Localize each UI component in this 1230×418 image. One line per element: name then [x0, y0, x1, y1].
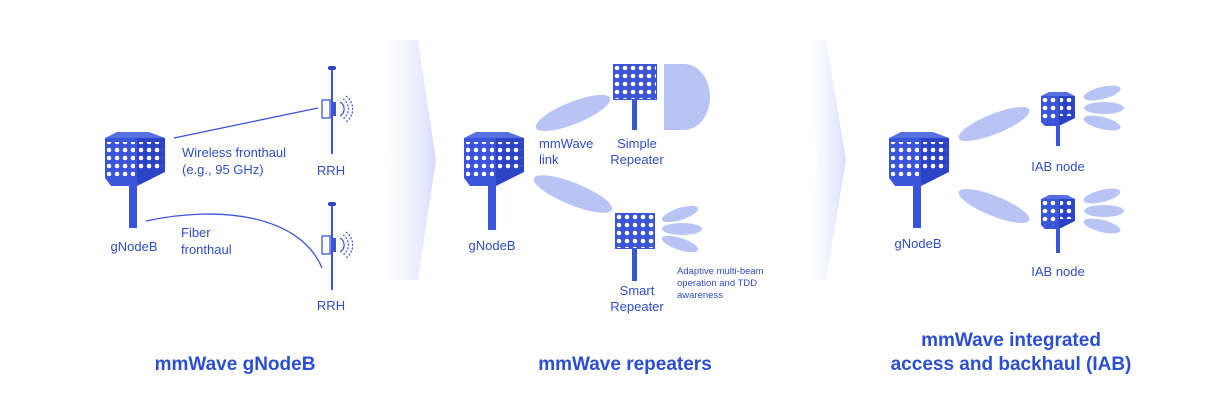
backhaul-beam-lobe	[958, 189, 1030, 223]
multi-beam-lobe	[661, 205, 699, 223]
simple-repeater-label: Simple	[617, 136, 657, 151]
wireless-fronthaul-label: Wireless fronthaul	[182, 145, 287, 160]
simple-repeater-sublabel: Repeater	[610, 152, 664, 167]
access-beam-lobe	[1083, 85, 1121, 101]
access-beam-lobe	[1083, 115, 1121, 131]
chevron-divider-2	[800, 40, 846, 280]
iab-node-icon	[1041, 92, 1075, 146]
access-beam-lobe	[1084, 102, 1124, 114]
panel-2-title: mmWave repeaters	[538, 354, 712, 375]
iab-node-label-top: IAB node	[1031, 159, 1085, 174]
fiber-fronthaul-sublabel: fronthaul	[181, 242, 232, 257]
simple-repeater-icon	[613, 64, 657, 130]
rrh-label-bottom: RRH	[316, 298, 346, 313]
gnodeb-antenna-icon	[105, 132, 165, 228]
adaptive-note-line-2: operation and TDD	[677, 278, 758, 289]
iab-node-label-bottom: IAB node	[1031, 264, 1085, 279]
access-beam-lobe	[1084, 205, 1124, 217]
beam-lobe	[535, 94, 611, 132]
wireless-fronthaul-line	[173, 107, 319, 139]
mmwave-link-sublabel: link	[539, 152, 559, 167]
beam-lobe	[533, 175, 613, 213]
rrh-antenna-icon	[321, 66, 354, 154]
backhaul-beam-lobe	[958, 107, 1030, 141]
gnodeb-antenna-icon	[464, 132, 524, 230]
panel-3-title: mmWave integrated	[921, 330, 1101, 351]
smart-repeater-label: Smart	[619, 283, 655, 298]
mmwave-link-label: mmWave	[539, 136, 594, 151]
panel-3-iab	[889, 85, 1124, 253]
rrh-antenna-icon	[321, 202, 354, 290]
panel-1-gnodeb	[105, 66, 354, 290]
rrh-label-top: RRH	[316, 163, 346, 178]
panel-3-title-line-2: access and backhaul (IAB)	[890, 354, 1132, 375]
panel-1-title: mmWave gNodeB	[154, 354, 316, 375]
multi-beam-lobe	[661, 235, 699, 253]
gnodeb-label: gNodeB	[110, 239, 158, 254]
smart-repeater-icon	[615, 213, 655, 281]
gnodeb-label: gNodeB	[894, 236, 942, 251]
gnodeb-label: gNodeB	[468, 238, 516, 253]
chevron-divider-1	[372, 40, 436, 280]
panel-2-repeaters	[464, 64, 710, 281]
iab-node-icon	[1041, 195, 1075, 253]
broadcast-beam-lobe	[664, 64, 710, 130]
multi-beam-lobe	[662, 223, 702, 235]
fiber-fronthaul-label: Fiber	[181, 225, 211, 240]
smart-repeater-sublabel: Repeater	[610, 299, 664, 314]
access-beam-lobe	[1083, 218, 1121, 234]
gnodeb-antenna-icon	[889, 132, 949, 228]
access-beam-lobe	[1083, 188, 1121, 204]
adaptive-note-line-3: awareness	[677, 290, 723, 301]
wireless-fronthaul-sublabel: (e.g., 95 GHz)	[182, 162, 264, 177]
adaptive-note-line-1: Adaptive multi-beam	[677, 266, 764, 277]
fiber-fronthaul-curve	[145, 213, 323, 269]
